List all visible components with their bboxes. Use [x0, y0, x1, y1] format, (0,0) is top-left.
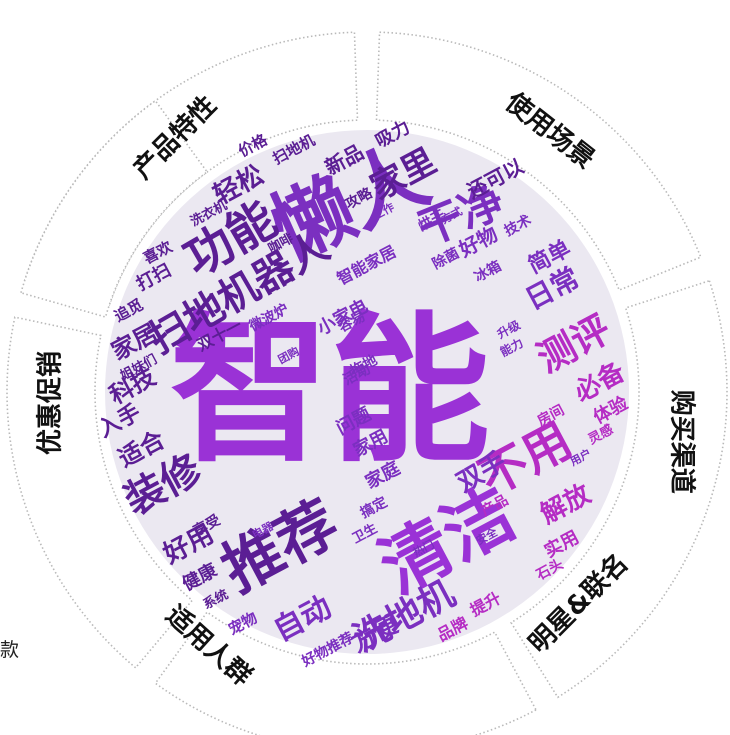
side-text: 款 — [0, 639, 19, 661]
word-cloud-disc — [105, 130, 629, 654]
ring-segment-celebrity-collab — [154, 610, 538, 735]
segment-label-promotions: 优惠促销 — [36, 351, 66, 455]
ring-segment-promotions — [19, 99, 209, 319]
cloud-word: 智能 — [170, 297, 490, 484]
segment-label-purchase-channels: 购买渠道 — [667, 390, 698, 494]
ring-segment-purchase-channels — [510, 279, 728, 699]
ring-segment-usage-scenarios — [375, 31, 702, 292]
category-ring — [6, 31, 728, 735]
ring-segment-target-users — [6, 316, 194, 669]
